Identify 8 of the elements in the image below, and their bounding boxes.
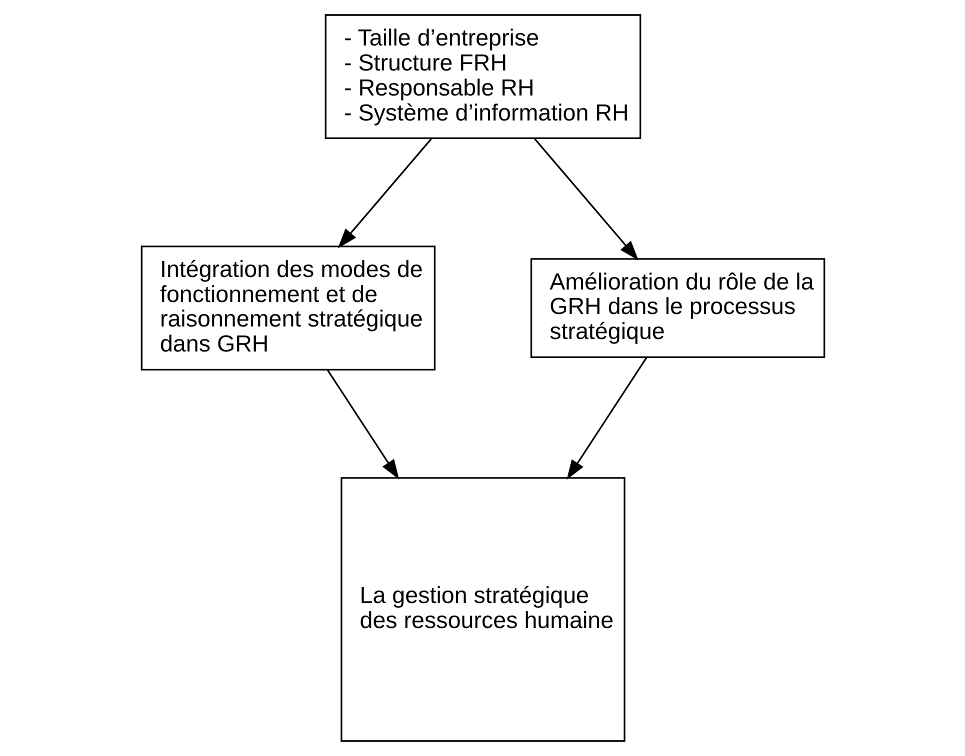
arrow (566, 357, 647, 480)
node-box: La gestion stratégique des ressources humaine (340, 477, 625, 742)
node-box: - Taille d’entreprise - Structure FRH - Responsable RH - Système d’information RH (324, 14, 641, 140)
node-box: Amélioration du rôle de la GRH dans le processus stratégique (530, 258, 825, 358)
node-box: Intégration des modes de fonctionnement et de raisonnement stratégique dans GRH (140, 246, 436, 370)
arrow (534, 138, 638, 261)
arrow (337, 138, 432, 248)
arrow (326, 370, 399, 480)
